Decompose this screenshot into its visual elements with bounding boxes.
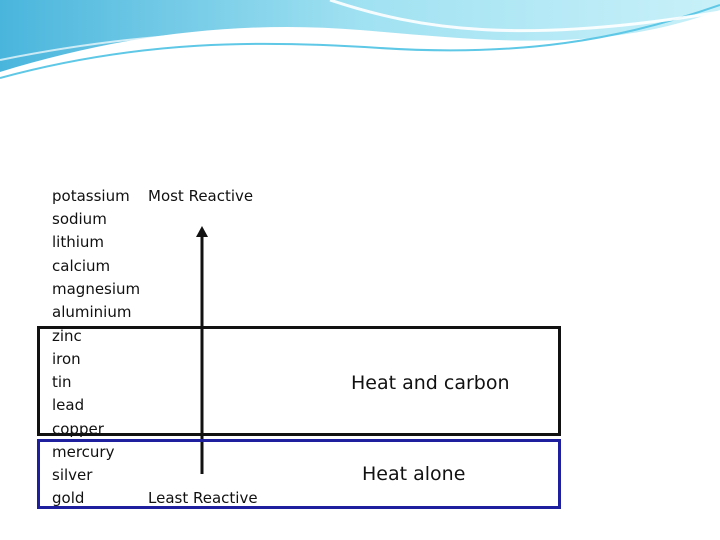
metal-label: aluminium [52,303,132,321]
heat-alone-label: Heat alone [362,463,466,485]
metal-label: lead [52,396,85,414]
metal-label: lithium [52,233,105,251]
most-reactive-label: Most Reactive [148,187,254,205]
metal-label: sodium [52,210,107,228]
metal-label: silver [52,466,93,484]
heat-and-carbon-box [37,326,561,436]
heat-alone-box [37,439,561,509]
metal-label: potassium [52,187,130,205]
heat-and-carbon-label: Heat and carbon [351,372,510,394]
metal-label: mercury [52,443,115,461]
decorative-wave-header [0,0,720,79]
metal-label: tin [52,373,72,391]
metal-label: zinc [52,327,82,345]
least-reactive-label: Least Reactive [148,489,258,507]
metal-label: gold [52,489,85,507]
metal-label: calcium [52,257,111,275]
metal-label: magnesium [52,280,141,298]
metal-label: iron [52,350,81,368]
